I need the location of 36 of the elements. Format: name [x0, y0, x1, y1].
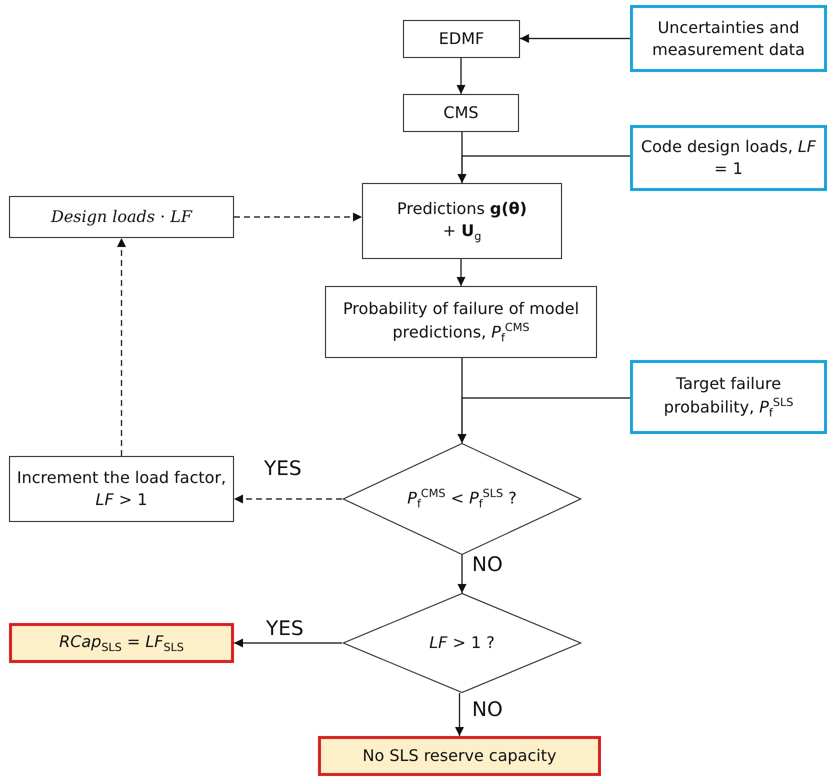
process-box	[403, 20, 520, 58]
arrow	[234, 212, 362, 222]
input-box	[630, 360, 827, 434]
node-text: LF > 1 ?	[429, 632, 495, 654]
node-text: EDMF	[438, 28, 484, 50]
decision-diamond	[342, 593, 582, 693]
node-text: + U$_{g}$	[442, 220, 482, 244]
decision-diamond	[342, 443, 582, 555]
node-text: RCap$_{SLS}$ = LF$_{SLS}$	[59, 630, 184, 656]
arrow	[458, 397, 630, 443]
result-box	[318, 736, 601, 776]
input-box	[630, 5, 827, 72]
node-text: Code design loads, LF = 1	[640, 136, 818, 180]
node-text: Design loads · LF	[51, 206, 192, 228]
node-text: No SLS reserve capacity	[362, 745, 556, 767]
node-text: Uncertainties and measurement data	[651, 16, 806, 60]
process-box	[403, 94, 519, 132]
process-box	[9, 456, 234, 522]
arrow	[456, 58, 466, 94]
node-text: Predictions g(θ)	[397, 198, 527, 220]
arrow	[458, 555, 466, 593]
node-text: CMS	[443, 102, 479, 124]
arrow	[234, 494, 342, 504]
arrow	[117, 238, 126, 456]
arrow	[234, 638, 342, 648]
input-box	[630, 125, 827, 191]
process-box	[325, 286, 597, 358]
process-box	[362, 183, 562, 259]
arrow	[455, 693, 464, 736]
arrow	[520, 34, 630, 43]
node-text: P$_{f}$$^{CMS}$ < P$_{f}$$^{SLS}$ ?	[407, 486, 517, 512]
process-box	[9, 196, 234, 238]
arrow	[456, 259, 466, 286]
arrow	[458, 155, 630, 183]
node-text: Increment the load factor, LF > 1	[16, 467, 228, 511]
result-box	[9, 623, 234, 663]
